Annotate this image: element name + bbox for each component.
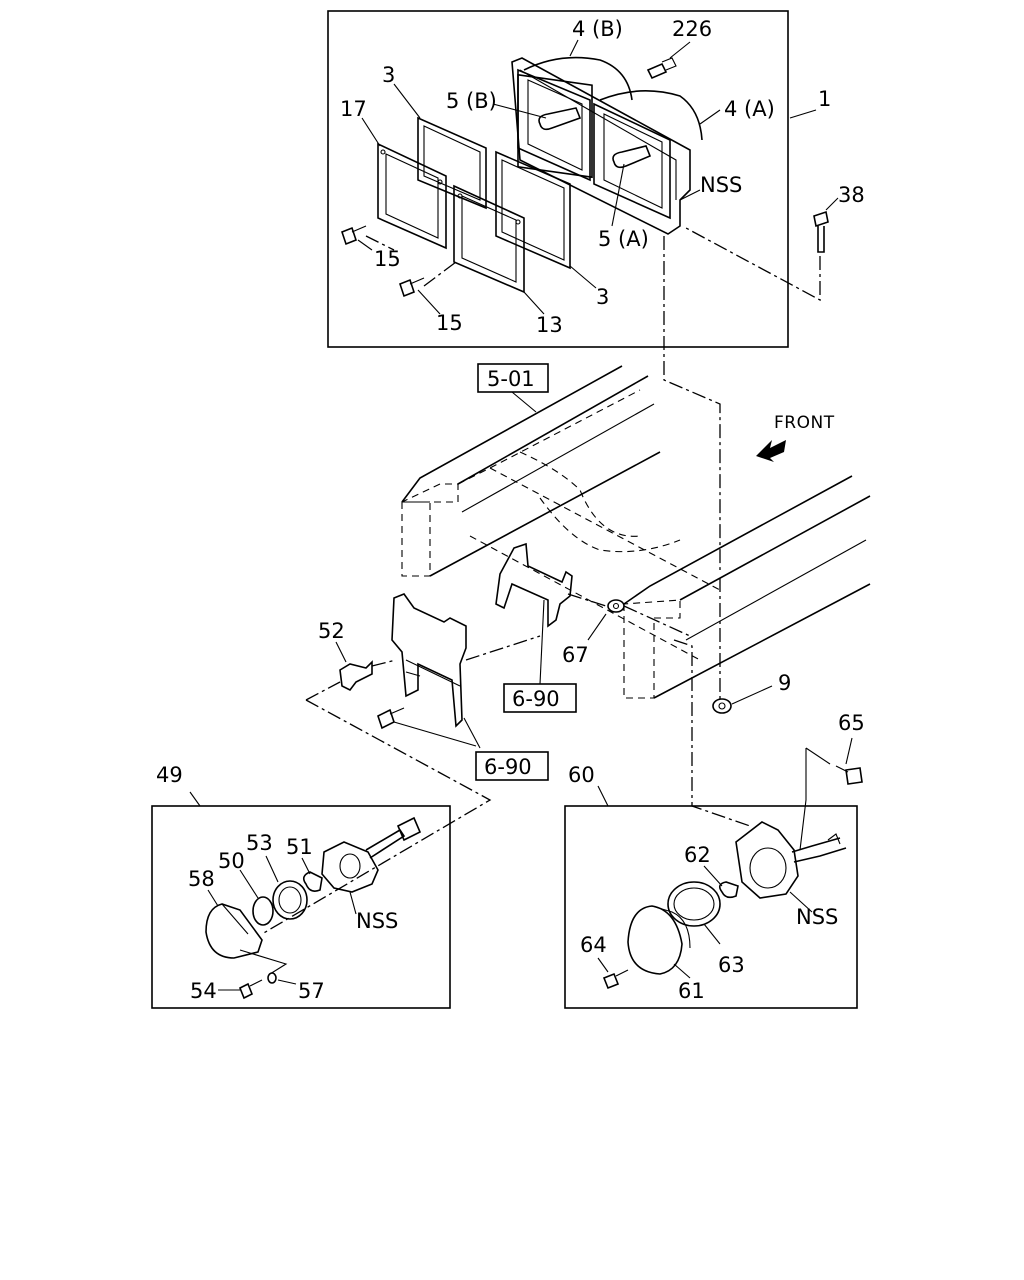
callout-13: 13 bbox=[536, 313, 563, 337]
screw-15-upper bbox=[341, 225, 367, 246]
marker-lamp-frame bbox=[564, 805, 858, 1009]
callout-4a: 4 (A) bbox=[724, 97, 775, 121]
callout-labels: 1 3 3 4 (A) 4 (B) 5 (A) 5 (B) 9 13 15 15… bbox=[156, 17, 865, 1003]
screw-15-lower bbox=[399, 277, 425, 298]
callout-52: 52 bbox=[318, 619, 345, 643]
lamp-housing-4b bbox=[517, 56, 633, 182]
callout-3-upper: 3 bbox=[382, 63, 395, 87]
gasket-50 bbox=[252, 896, 274, 926]
gasket-3-left bbox=[417, 116, 487, 210]
socket-body bbox=[321, 816, 422, 893]
washer-57 bbox=[267, 972, 277, 984]
side-lamp-assembly-49 bbox=[151, 791, 451, 1009]
screw-54 bbox=[238, 979, 263, 1000]
rim-13 bbox=[453, 184, 525, 294]
callout-4b: 4 (B) bbox=[572, 17, 623, 41]
bolt-65 bbox=[835, 765, 863, 785]
nut-67 bbox=[607, 599, 625, 613]
callout-5b: 5 (B) bbox=[446, 89, 497, 113]
callout-54: 54 bbox=[190, 979, 217, 1003]
callout-63: 63 bbox=[718, 953, 745, 977]
callout-9: 9 bbox=[778, 671, 791, 695]
front-direction-label: FRONT bbox=[774, 413, 835, 433]
ring-53 bbox=[272, 880, 308, 920]
callout-17: 17 bbox=[340, 97, 367, 121]
callout-62: 62 bbox=[684, 843, 711, 867]
ref-label-5-01: 5-01 bbox=[487, 367, 535, 391]
bracket-bolt bbox=[377, 707, 405, 730]
ref-label-6-90-b: 6-90 bbox=[484, 755, 532, 779]
ring-63 bbox=[667, 881, 721, 927]
callout-15-lower: 15 bbox=[436, 311, 463, 335]
ref-6-90-b bbox=[475, 751, 549, 781]
headlamp-assembly-group bbox=[327, 10, 817, 348]
callout-nss-side-lamp: NSS bbox=[356, 909, 398, 933]
chassis-frame bbox=[401, 365, 871, 699]
callout-nss-headlamp: NSS bbox=[700, 173, 742, 197]
bolt-38 bbox=[813, 210, 829, 253]
screw-226 bbox=[646, 57, 677, 80]
callout-57: 57 bbox=[298, 979, 325, 1003]
callout-38: 38 bbox=[838, 183, 865, 207]
nut-9 bbox=[712, 698, 732, 714]
callout-65: 65 bbox=[838, 711, 865, 735]
callout-61: 61 bbox=[678, 979, 705, 1003]
callout-64: 64 bbox=[580, 933, 607, 957]
callout-226: 226 bbox=[672, 17, 712, 41]
lens-58 bbox=[205, 903, 263, 959]
bracket-6-90-upper bbox=[495, 542, 573, 628]
lamp-housing-4a bbox=[593, 90, 703, 220]
callout-15-upper: 15 bbox=[374, 247, 401, 271]
side-lamp-frame bbox=[151, 805, 451, 1009]
front-arrow-icon bbox=[756, 440, 786, 462]
ref-label-6-90-a: 6-90 bbox=[512, 687, 560, 711]
bracket-6-90-lower bbox=[391, 593, 467, 728]
lens-61 bbox=[627, 905, 691, 975]
bulb-62 bbox=[718, 881, 739, 899]
bulb-5b bbox=[538, 107, 582, 131]
callout-3-lower: 3 bbox=[596, 285, 609, 309]
callout-67: 67 bbox=[562, 643, 589, 667]
ref-5-01 bbox=[477, 363, 549, 393]
headlamp-assembly-frame bbox=[327, 10, 789, 348]
marker-lamp-assembly-60 bbox=[564, 785, 858, 1009]
callout-51: 51 bbox=[286, 835, 313, 859]
callout-nss-marker-lamp: NSS bbox=[796, 905, 838, 929]
marker-housing bbox=[735, 821, 847, 899]
rim-17 bbox=[377, 142, 447, 250]
bulb-51 bbox=[302, 871, 323, 892]
callout-50: 50 bbox=[218, 849, 245, 873]
bulb-5a bbox=[612, 145, 652, 169]
screw-64 bbox=[602, 969, 629, 990]
callout-5a: 5 (A) bbox=[598, 227, 649, 251]
callout-1: 1 bbox=[818, 87, 831, 111]
callout-53: 53 bbox=[246, 831, 273, 855]
callout-49: 49 bbox=[156, 763, 183, 787]
clip-52 bbox=[339, 660, 373, 692]
callout-60: 60 bbox=[568, 763, 595, 787]
callout-58: 58 bbox=[188, 867, 215, 891]
